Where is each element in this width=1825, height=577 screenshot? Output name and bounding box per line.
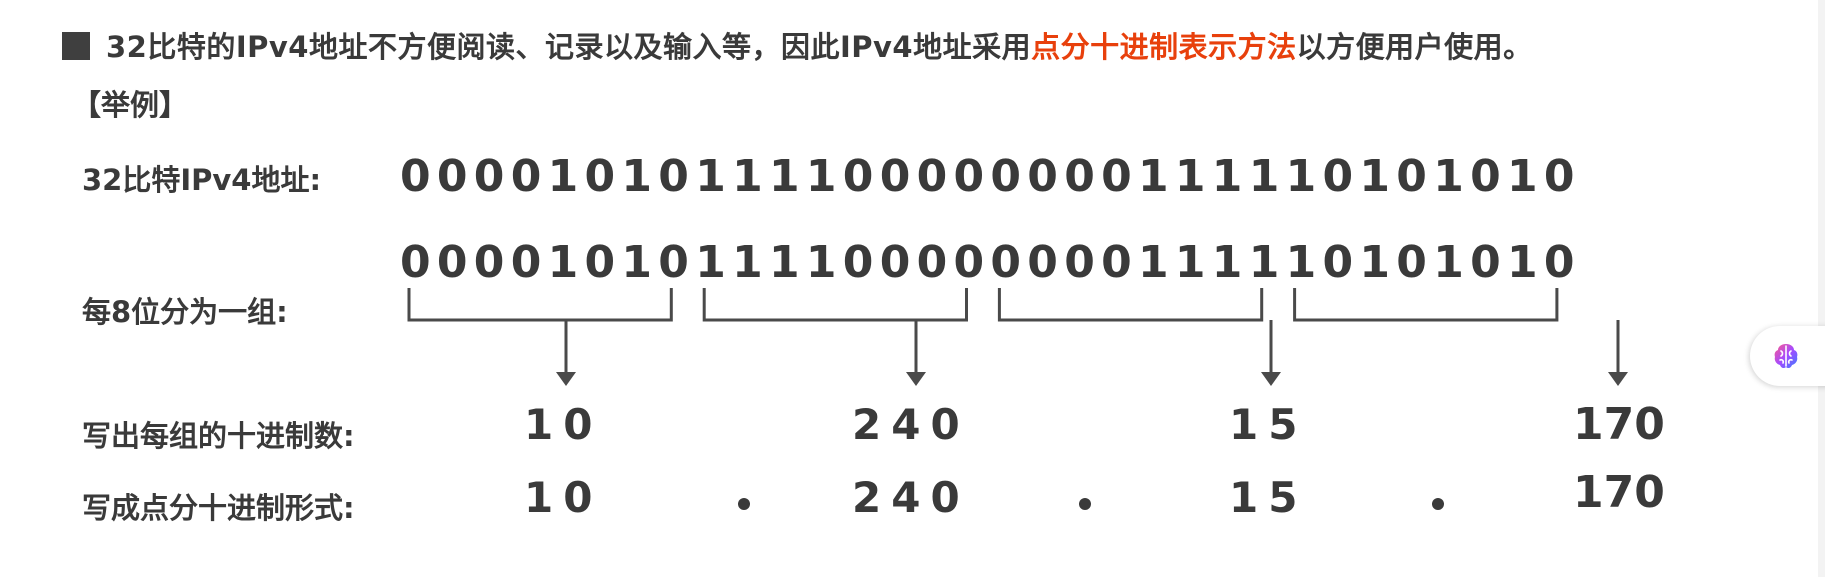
dot-separator-2	[1079, 498, 1091, 510]
headline-text-before: 32比特的IPv4地址不方便阅读、记录以及输入等，因此IPv4地址采用	[106, 30, 1032, 64]
decimal-octet-3: 15	[1229, 400, 1308, 449]
decimal-row-label: 写出每组的十进制数:	[82, 419, 355, 453]
decimal-octet-4: 170	[1573, 399, 1665, 450]
byte-group-bracket	[1293, 288, 1559, 322]
down-arrow-head-icon	[1608, 372, 1628, 386]
decimal-octet-2: 240	[852, 400, 970, 449]
assistant-widget[interactable]	[1750, 326, 1825, 386]
decimal-octet-1: 10	[524, 400, 603, 449]
dotted-octet-4: 170	[1573, 467, 1665, 518]
down-arrow-head-icon	[906, 372, 926, 386]
binary-row-label: 32比特IPv4地址:	[82, 163, 322, 197]
dotted-octet-3: 15	[1229, 473, 1308, 522]
group-row-label: 每8位分为一组:	[82, 295, 288, 329]
example-label: 【举例】	[72, 88, 189, 122]
byte-group-bracket	[407, 288, 673, 322]
headline: 32比特的IPv4地址不方便阅读、记录以及输入等，因此IPv4地址采用点分十进制…	[62, 24, 1533, 66]
dotted-octet-1: 10	[524, 473, 603, 522]
headline-text-after: 以方便用户使用。	[1296, 30, 1533, 64]
scrollbar-track[interactable]	[1818, 0, 1825, 577]
byte-group-bracket	[702, 288, 968, 322]
brain-icon[interactable]	[1770, 340, 1802, 372]
square-bullet-icon	[62, 32, 90, 60]
down-arrow-head-icon	[1261, 372, 1281, 386]
byte-group-bracket	[997, 288, 1264, 322]
headline-highlight: 点分十进制表示方法	[1031, 30, 1297, 64]
dot-separator-3	[1432, 498, 1444, 510]
dotted-octet-2: 240	[852, 473, 970, 522]
dotted-row-label: 写成点分十进制形式:	[82, 491, 355, 525]
down-arrow-head-icon	[556, 372, 576, 386]
dot-separator-1	[738, 498, 750, 510]
